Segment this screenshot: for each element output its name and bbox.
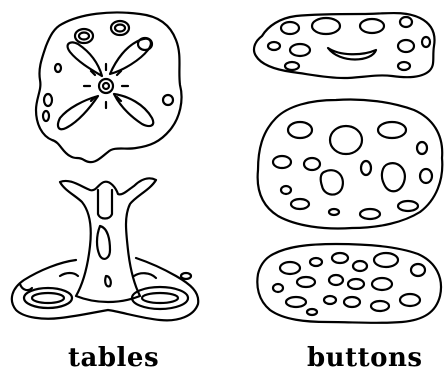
tables-caption: tables: [68, 345, 159, 371]
table-top-holes: [43, 21, 173, 129]
button-top: [254, 13, 434, 78]
buttons-caption: buttons: [307, 345, 423, 371]
table-base-outline: [12, 258, 198, 320]
button-middle: [258, 99, 443, 228]
table-stem-outline: [60, 178, 156, 302]
button-bottom: [257, 244, 441, 323]
